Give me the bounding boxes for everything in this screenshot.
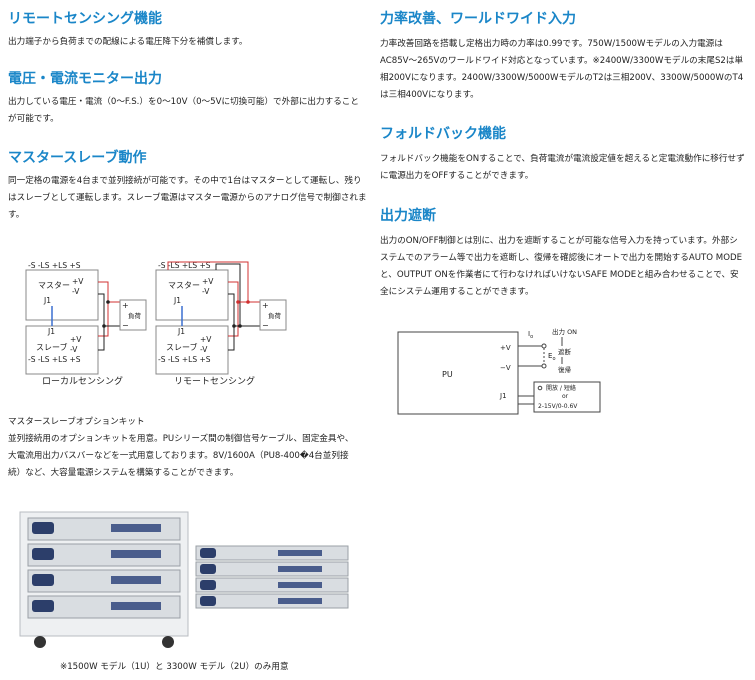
remote-slave-plus-v: +V xyxy=(200,335,212,344)
local-master-j1: J1 xyxy=(43,296,51,305)
shutoff-title: 出力遮断 xyxy=(380,208,436,224)
remote-load-plus: + xyxy=(262,301,269,310)
pu-label: PU xyxy=(442,370,453,379)
monitor-title: 電圧・電流モニター出力 xyxy=(8,71,162,87)
local-load-minus: − xyxy=(122,321,129,330)
monitor-text: 出力している電圧・電流（0～F.S.）を0～10V（0～5Vに切換可能）で外部に… xyxy=(8,97,359,124)
remote-load-label: 負荷 xyxy=(268,311,282,320)
open-short-label: 開放 / 短絡 xyxy=(546,384,576,392)
local-sensing-caption: ローカルセンシング xyxy=(42,375,123,387)
local-slave-j1: J1 xyxy=(47,327,55,336)
remote-master-minus-v: -V xyxy=(202,287,210,296)
minus-v-label: −V xyxy=(500,364,511,372)
local-load-label: 負荷 xyxy=(128,311,142,320)
master-slave-text: 同一定格の電源を4台まで並列接続が可能です。その中で1台はマスターとして運転し、… xyxy=(8,176,367,220)
local-master-terminals: -S -LS +LS +S xyxy=(28,261,81,270)
local-sensing-diagram: -S -LS +LS +S +V -V マスター J1 J1 スレーブ +V -… xyxy=(25,261,147,387)
shutoff-text: 出力のON/OFF制御とは別に、出力を遮断することが可能な信号入力を持っています… xyxy=(380,236,743,297)
local-slave-minus-v: -V xyxy=(70,345,78,354)
remote-master-plus-v: +V xyxy=(202,277,214,286)
remote-slave-terminals: -S -LS +LS +S xyxy=(158,355,211,364)
io-label: Io xyxy=(528,330,533,340)
product-photo xyxy=(19,511,349,648)
remote-load-minus: − xyxy=(262,321,269,330)
voltage-range-label: 2-15V/0-0.6V xyxy=(538,403,578,410)
master-slave-title: マスタースレーブ動作 xyxy=(8,150,147,166)
master-slave-diagram: -S -LS +LS +S +V -V マスター J1 J1 スレーブ +V -… xyxy=(25,261,287,387)
local-master-label: マスター xyxy=(38,281,70,290)
eo-label: Eo xyxy=(548,352,556,362)
remote-slave-minus-v: -V xyxy=(200,345,208,354)
or-label: or xyxy=(562,393,569,400)
remote-slave-label: スレーブ xyxy=(166,342,198,352)
j1-label: J1 xyxy=(499,392,507,400)
local-slave-terminals: -S -LS +LS +S xyxy=(28,355,81,364)
cutoff-label: 遮断 xyxy=(558,347,572,356)
photo-caption: ※1500W モデル（1U）と 3300W モデル（2U）のみ用意 xyxy=(60,662,289,672)
foldback-text: フォルドバック機能をONすることで、負荷電流が電流設定値を超えると定電流動作に移… xyxy=(380,154,745,181)
local-slave-label: スレーブ xyxy=(36,342,68,352)
remote-slave-j1: J1 xyxy=(177,327,185,336)
recover-label: 復帰 xyxy=(558,365,572,374)
remote-master-j1: J1 xyxy=(173,296,181,305)
remote-sensing-diagram: -S -LS +LS +S +V -V マスター J1 J1 スレーブ +V -… xyxy=(155,261,287,387)
remote-sensing-text: 出力端子から負荷までの配線による電圧降下分を補償します。 xyxy=(8,37,248,47)
kit-text: 並列接続用のオプションキットを用意。PUシリーズ間の制御信号ケーブル、固定金具や… xyxy=(8,434,354,478)
local-load-plus: + xyxy=(122,301,129,310)
local-slave-plus-v: +V xyxy=(70,335,82,344)
output-on-label: 出力 ON xyxy=(552,327,577,336)
plus-v-label: +V xyxy=(500,344,511,352)
local-master-plus-v: +V xyxy=(72,277,84,286)
local-master-minus-v: -V xyxy=(72,287,80,296)
kit-title: マスタースレーブオプションキット xyxy=(8,417,145,427)
remote-sensing-title: リモートセンシング機能 xyxy=(8,11,162,27)
pfc-text: 力率改善回路を搭載し定格出力時の力率は0.99です。750W/1500Wモデルの… xyxy=(380,39,744,100)
remote-master-label: マスター xyxy=(168,281,200,290)
remote-master-terminals: -S -LS +LS +S xyxy=(158,261,211,270)
shutoff-diagram: PU +V −V J1 Io Eo 出力 ON 遮断 復帰 開放 / 短絡 or… xyxy=(397,327,601,415)
pfc-title: 力率改善、ワールドワイド入力 xyxy=(380,11,576,27)
foldback-title: フォルドバック機能 xyxy=(380,126,506,142)
remote-sensing-caption: リモートセンシング xyxy=(174,375,255,387)
